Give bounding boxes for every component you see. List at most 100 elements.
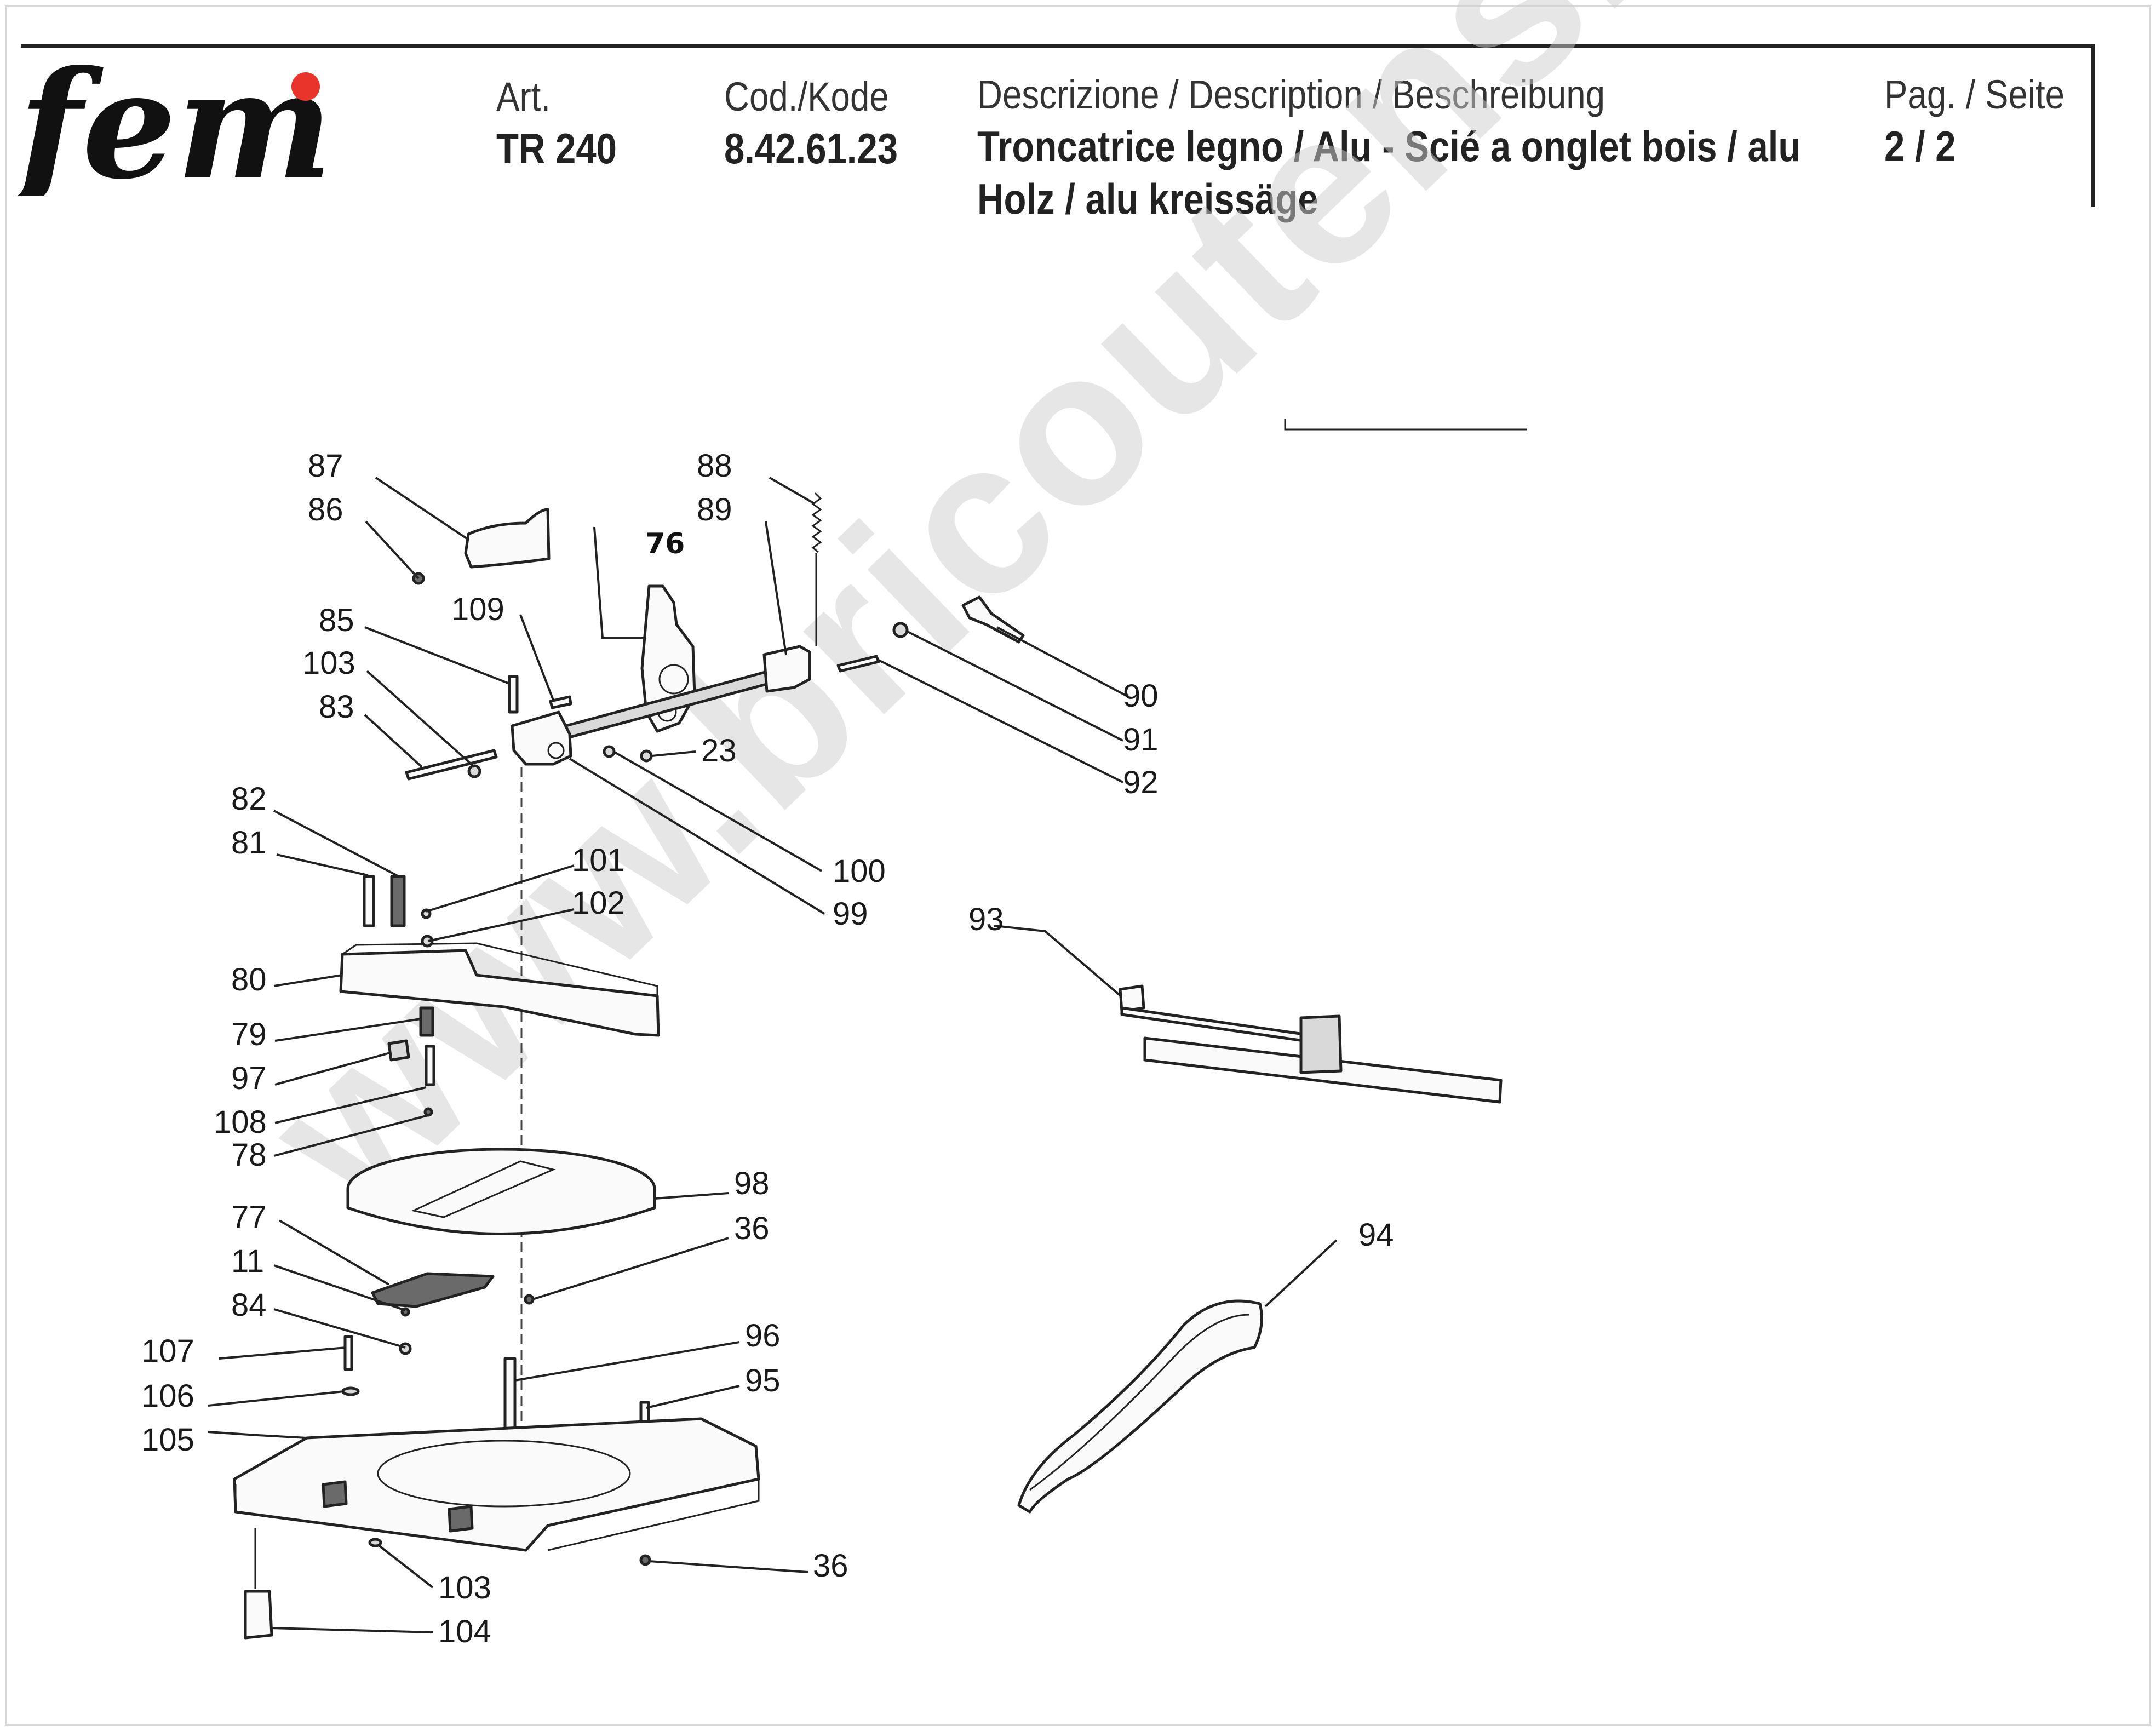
- base-side: [234, 1479, 760, 1551]
- pivot-hole: [547, 742, 565, 759]
- leader-81: [276, 853, 369, 876]
- part-107-screw: [343, 1335, 353, 1371]
- base-foot-pad-left: [322, 1480, 348, 1508]
- leader-92: [876, 658, 1123, 783]
- code-label: Cod./Kode: [724, 74, 889, 119]
- callout-93: 93: [968, 902, 1004, 937]
- header-rule: [21, 44, 2095, 48]
- base-foot-pad-center: [448, 1505, 474, 1533]
- art-label: Art.: [496, 74, 551, 119]
- leader-108: [274, 1086, 427, 1124]
- base-recess: [377, 1440, 631, 1508]
- leader-98: [654, 1192, 729, 1200]
- callout-92: 92: [1123, 765, 1159, 800]
- part-85-screw: [508, 675, 519, 714]
- header-right-rule: [2091, 44, 2095, 207]
- leader-91: [906, 630, 1123, 742]
- callout-84: 84: [231, 1287, 267, 1323]
- part-78-ball: [423, 1107, 433, 1117]
- turntable-edge: [346, 1189, 656, 1235]
- callout-95: 95: [745, 1363, 781, 1398]
- callout-85: 85: [319, 603, 354, 638]
- part-84-washer: [399, 1342, 412, 1355]
- callout-80: 80: [231, 962, 267, 998]
- callout-87: 87: [308, 448, 343, 484]
- leader-94: [1264, 1239, 1338, 1308]
- part-80-fence: [339, 949, 660, 1037]
- part-99-nut: [603, 745, 616, 758]
- part-36-upper-pin: [524, 1294, 535, 1305]
- fence-top-edge: [342, 942, 658, 996]
- part-91-nut: [892, 622, 909, 638]
- callout-103-top: 103: [302, 645, 355, 681]
- push-stick-inner: [1029, 1314, 1249, 1491]
- callout-78: 78: [231, 1137, 267, 1173]
- part-94-push-stick: [1017, 1299, 1263, 1514]
- leader-84: [273, 1308, 406, 1349]
- part-36-lower-pin: [639, 1554, 651, 1566]
- description-line-1: Troncatrice legno / Alu - Scié a onglet …: [977, 122, 1801, 170]
- callout-91: 91: [1123, 722, 1159, 758]
- leader-83: [364, 714, 423, 768]
- leader-23: [651, 750, 696, 757]
- leader-100: [613, 750, 822, 872]
- callout-106: 106: [141, 1378, 194, 1414]
- turntable-slot: [411, 1160, 556, 1218]
- callout-101: 101: [572, 842, 625, 878]
- stray-line: [1284, 419, 1527, 431]
- callout-79: 79: [231, 1017, 267, 1052]
- callout-82: 82: [231, 781, 267, 817]
- leader-96: [514, 1341, 740, 1382]
- leader-103-lower: [377, 1544, 434, 1589]
- description-line-2: Holz / alu kreissäge: [977, 175, 1318, 223]
- leader-109: [519, 614, 554, 701]
- art-value: TR 240: [496, 124, 617, 173]
- leader-103-top: [366, 670, 475, 768]
- leader-36-lower: [649, 1560, 808, 1573]
- leader-36-upper: [532, 1237, 729, 1300]
- part-77-plate: [371, 1272, 495, 1308]
- callout-103-lower: 103: [438, 1570, 491, 1606]
- callout-107: 107: [141, 1333, 194, 1369]
- leader-89: [765, 521, 787, 655]
- callout-98: 98: [734, 1166, 770, 1201]
- leader-88: [769, 477, 816, 505]
- callout-86: 86: [308, 492, 343, 528]
- callout-97: 97: [231, 1061, 267, 1096]
- part-88-spring: [811, 492, 822, 553]
- logo-red-dot: [291, 72, 320, 101]
- leader-87: [375, 477, 469, 541]
- part-87-cover: [464, 508, 551, 569]
- part-93-end-bracket: [1119, 984, 1145, 1013]
- leader-106: [208, 1390, 345, 1407]
- part-103-washer-top: [467, 764, 481, 778]
- part-82-bolt: [390, 875, 406, 927]
- callout-102: 102: [572, 885, 625, 921]
- part-23-nut: [640, 749, 653, 763]
- callout-104: 104: [438, 1614, 491, 1649]
- description-label: Descrizione / Description / Beschreibung: [977, 72, 1605, 117]
- code-value: 8.42.61.23: [724, 124, 898, 173]
- part-109-clip: [549, 695, 572, 709]
- leader-101: [426, 864, 575, 913]
- leader-80: [273, 974, 343, 987]
- callout-89: 89: [697, 492, 732, 528]
- callout-94: 94: [1358, 1217, 1394, 1253]
- pivot-block: [511, 710, 572, 766]
- part-106-washer: [341, 1386, 360, 1396]
- callout-36-lower: 36: [813, 1548, 848, 1584]
- leader-93: [994, 925, 1123, 998]
- femi-logo: femi: [16, 65, 323, 196]
- leader-95: [646, 1385, 740, 1409]
- part-89-bracket: [762, 645, 811, 693]
- callout-88: 88: [697, 448, 732, 484]
- part-93-bar: [1120, 1006, 1305, 1042]
- leader-77: [278, 1219, 390, 1286]
- leader-105: [208, 1431, 307, 1439]
- part-81-bolt: [363, 875, 375, 927]
- part-92-pin: [836, 655, 880, 673]
- leader-79: [274, 1018, 421, 1042]
- page-value: 2 / 2: [1884, 122, 1956, 170]
- callout-96: 96: [745, 1318, 781, 1354]
